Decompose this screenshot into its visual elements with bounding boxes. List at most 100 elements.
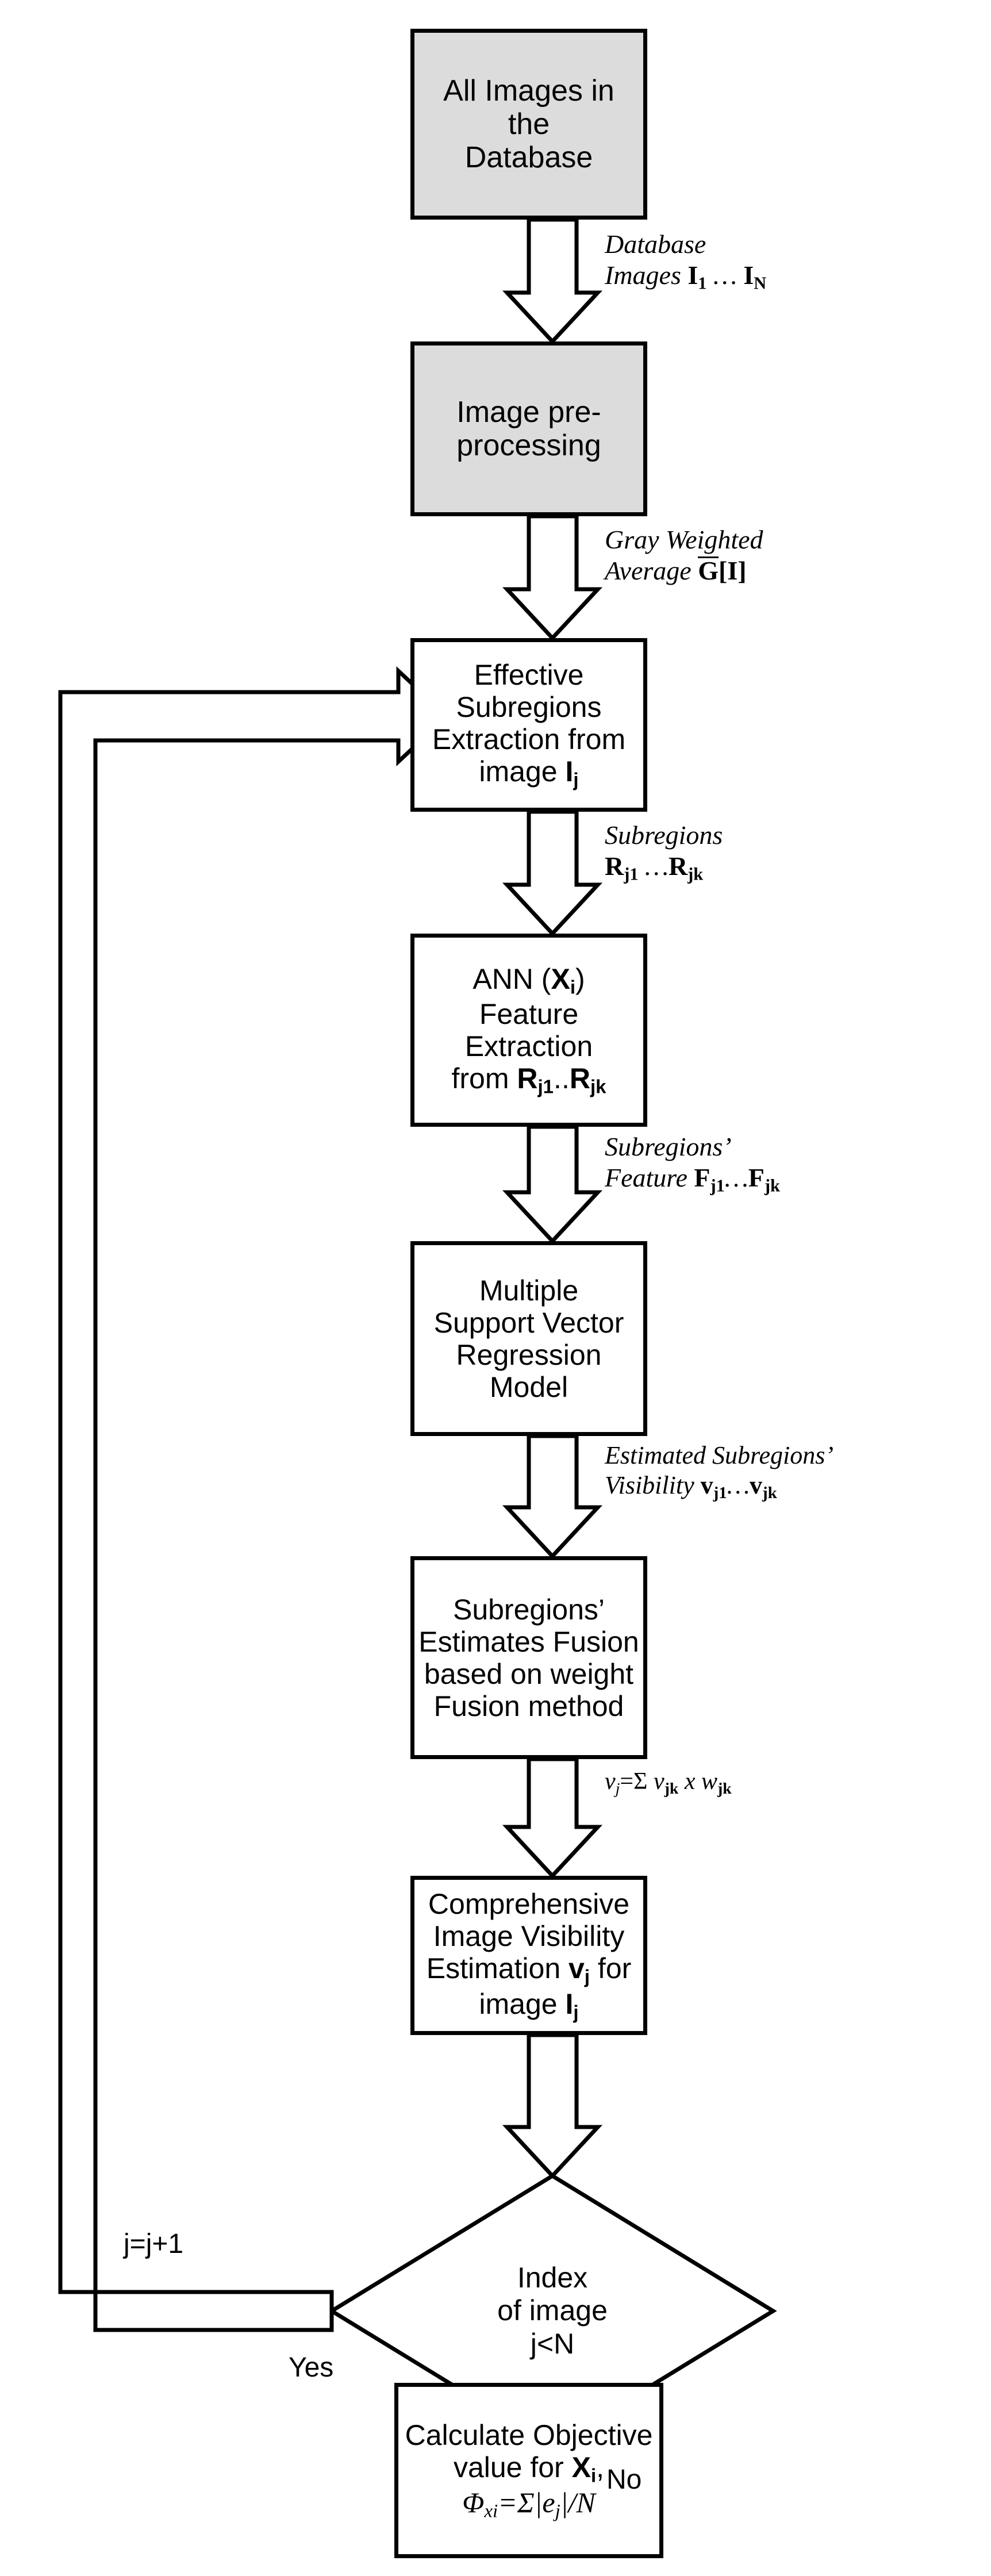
edge-visibility-line2: Visibility vj1…vjk [605, 1471, 833, 1503]
arrow-gray-weighted-average [502, 514, 603, 642]
node-objective-line3: Φxi=Σ|ej|/N [462, 2486, 596, 2522]
node-comprehensive-symbol-i: I [565, 1987, 574, 2020]
node-effective-line1: Effective [474, 659, 584, 692]
edge-fusion-sub-j: j [615, 1779, 620, 1797]
node-objective-comma: , [596, 2451, 605, 2483]
edge-subregions-line2: Rj1 …Rjk [605, 851, 723, 885]
edge-visibility-sub-jk: jk [762, 1484, 777, 1503]
node-image-preprocessing[interactable]: Image pre- processing [410, 341, 647, 516]
node-svr-model[interactable]: Multiple Support Vector Regression Model [410, 1241, 647, 1436]
node-all-images-line3: Database [464, 141, 593, 175]
edge-label-estimated-visibility: Estimated Subregions’ Visibility vj1…vjk [605, 1441, 833, 1503]
node-comprehensive-line4: image Ij [479, 1987, 578, 2022]
node-ann-line2: Feature [479, 998, 579, 1030]
node-effective-subregions-extraction[interactable]: Effective Subregions Extraction from ima… [410, 638, 647, 812]
node-effective-line3: Extraction from [432, 723, 626, 756]
arrow-subregions [502, 809, 603, 937]
edge-fusion-symbol-vjk: v [654, 1768, 664, 1795]
node-objective-error-subscript: j [555, 2501, 560, 2522]
edge-feature-prefix: Feature [605, 1163, 694, 1193]
edge-label-fusion-formula: vj=Σ vjk x wjk [605, 1768, 732, 1798]
node-objective-phi-subscript: xi [484, 2501, 498, 2522]
edge-gray-bracket-close: ] [738, 556, 747, 586]
node-preprocessing-line2: processing [456, 429, 601, 462]
node-all-images[interactable]: All Images in the Database [410, 29, 647, 220]
edge-subregions-ellipsis: … [638, 851, 669, 881]
edge-fusion-sub-jk1: jk [664, 1779, 679, 1797]
node-fusion-line2: Estimates Fusion [418, 1625, 639, 1658]
edge-gray-prefix: Average [605, 556, 698, 586]
edge-label-subregions-feature: Subregions’ Feature Fj1…Fjk [605, 1131, 780, 1197]
node-ann-ellipsis: .. [554, 1062, 570, 1095]
node-effective-line4: image Ij [479, 755, 578, 790]
node-ann-line1-prefix: ANN ( [473, 962, 551, 995]
node-subregions-estimates-fusion[interactable]: Subregions’ Estimates Fusion based on we… [410, 1556, 647, 1759]
node-objective-error-symbol: e [542, 2486, 555, 2519]
edge-database-images-line1: Database [605, 229, 706, 259]
edge-visibility-symbol-v1: v [700, 1471, 713, 1499]
edge-gray-line1: Gray Weighted [605, 525, 763, 554]
node-effective-line4-prefix: image [479, 755, 566, 788]
edge-fusion-symbol-v: v [605, 1768, 616, 1795]
arrow-subregions-feature [502, 1124, 603, 1245]
node-svr-line4: Model [489, 1370, 569, 1403]
node-objective-phi: Φ [462, 2486, 485, 2519]
edge-database-images-symbol-in: I [743, 260, 754, 290]
node-fusion-line4: Fusion method [433, 1690, 624, 1722]
node-comprehensive-line3: Estimation vj for [427, 1952, 632, 1987]
edge-fusion-symbol-w: w [701, 1768, 717, 1795]
node-svr-line2: Support Vector [433, 1306, 624, 1339]
node-ann-feature-extraction[interactable]: ANN (Xi) Feature Extraction from Rj1..Rj… [410, 934, 647, 1127]
edge-database-images-line2: Images I1 … IN [605, 260, 766, 294]
label-increment: j=j+1 [124, 2229, 184, 2259]
node-ann-symbol-x: X [551, 962, 570, 995]
edge-visibility-prefix: Visibility [605, 1471, 701, 1499]
node-ann-subscript-j1: j1 [537, 1076, 554, 1097]
node-ann-subscript-i: i [570, 976, 575, 998]
edge-database-images-subn: N [754, 273, 767, 293]
edge-subregions-line1: Subregions [605, 820, 723, 850]
edge-label-database-images: Database Images I1 … IN [605, 229, 766, 294]
node-objective-divide: |/ [560, 2486, 577, 2519]
node-decision-line3: j<N [530, 2327, 575, 2360]
edge-fusion-formula-line: vj=Σ vjk x wjk [605, 1768, 732, 1798]
edge-feature-sub-j1: j1 [710, 1176, 725, 1196]
edge-database-images-ellipsis: … [706, 260, 744, 290]
edge-fusion-sub-jk2: jk [717, 1779, 732, 1797]
node-objective-symbol-x: X [571, 2451, 591, 2483]
node-comprehensive-line3-suffix: for [590, 1952, 632, 1985]
edge-subregions-sub-jk: jk [687, 864, 704, 884]
node-objective-equals-sigma: =Σ| [498, 2486, 543, 2519]
edge-feature-line1: Subregions’ [605, 1132, 732, 1161]
node-effective-line2: Subregions [456, 691, 602, 724]
node-decision-line1: Index [517, 2261, 588, 2294]
node-preprocessing-line1: Image pre- [456, 395, 601, 429]
node-objective-line1: Calculate Objective [405, 2418, 653, 2451]
edge-subregions-symbol-r1: R [605, 851, 624, 881]
edge-feature-ellipsis: … [724, 1163, 748, 1193]
node-ann-line4: from Rj1..Rjk [452, 1062, 606, 1097]
edge-subregions-symbol-r2: R [668, 851, 688, 881]
edge-visibility-ellipsis: … [727, 1471, 750, 1499]
edge-gray-bracket-open: [ [719, 556, 728, 586]
node-calculate-objective[interactable]: Calculate Objective value for Xi, Φxi=Σ|… [394, 2383, 663, 2558]
node-comprehensive-subscript-j: j [584, 1965, 590, 1987]
arrow-feedback-loop [58, 666, 451, 2332]
edge-feature-sub-jk: jk [764, 1176, 780, 1196]
node-fusion-line3: based on weight [424, 1657, 634, 1690]
edge-visibility-symbol-v2: v [749, 1471, 762, 1499]
node-ann-line3: Extraction [464, 1030, 593, 1062]
node-index-decision-label[interactable]: Index of image j<N [443, 2239, 662, 2383]
edge-feature-symbol-f2: F [748, 1163, 765, 1193]
arrow-database-images [502, 217, 603, 345]
node-comprehensive-visibility[interactable]: Comprehensive Image Visibility Estimatio… [410, 1876, 647, 2035]
edge-feature-line2: Feature Fj1…Fjk [605, 1162, 780, 1196]
node-ann-line1-suffix: ) [575, 962, 585, 995]
edge-gray-line2: Average G[I] [605, 555, 763, 586]
edge-subregions-sub-j1: j1 [624, 864, 639, 884]
node-ann-subscript-jk: jk [590, 1076, 606, 1097]
edge-database-images-symbol-i1: I [687, 260, 698, 290]
node-objective-n: N [576, 2486, 596, 2519]
edge-gray-symbol-i: I [727, 556, 738, 586]
node-effective-symbol-i: I [565, 755, 574, 788]
